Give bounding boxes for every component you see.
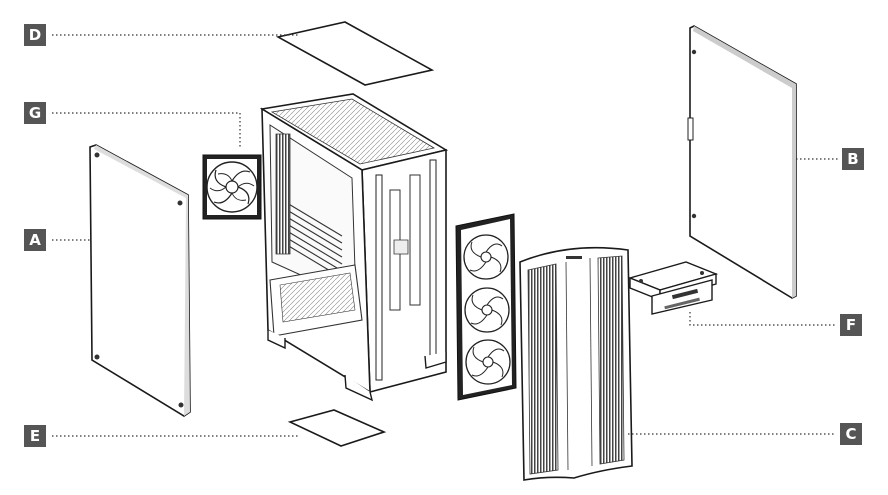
- front-fan-stack: [456, 214, 516, 400]
- bottom-dust-filter: [290, 410, 384, 446]
- drive-bracket: [630, 262, 716, 314]
- callout-label-b: B: [842, 148, 864, 170]
- rear-fan: [203, 155, 261, 219]
- case-chassis: [262, 94, 446, 400]
- front-panel: [520, 248, 632, 480]
- leader-line-g: [52, 113, 240, 148]
- callout-label-f: F: [840, 314, 862, 336]
- callout-label-c: C: [840, 423, 862, 445]
- top-dust-filter: [278, 22, 432, 85]
- callout-label-g: G: [24, 102, 46, 124]
- leader-line-f: [690, 312, 836, 325]
- callout-label-d: D: [24, 24, 46, 46]
- callout-label-a: A: [24, 229, 46, 251]
- side-glass-panel: [90, 145, 190, 416]
- right-side-panel: [688, 26, 796, 298]
- callout-label-e: E: [24, 425, 46, 447]
